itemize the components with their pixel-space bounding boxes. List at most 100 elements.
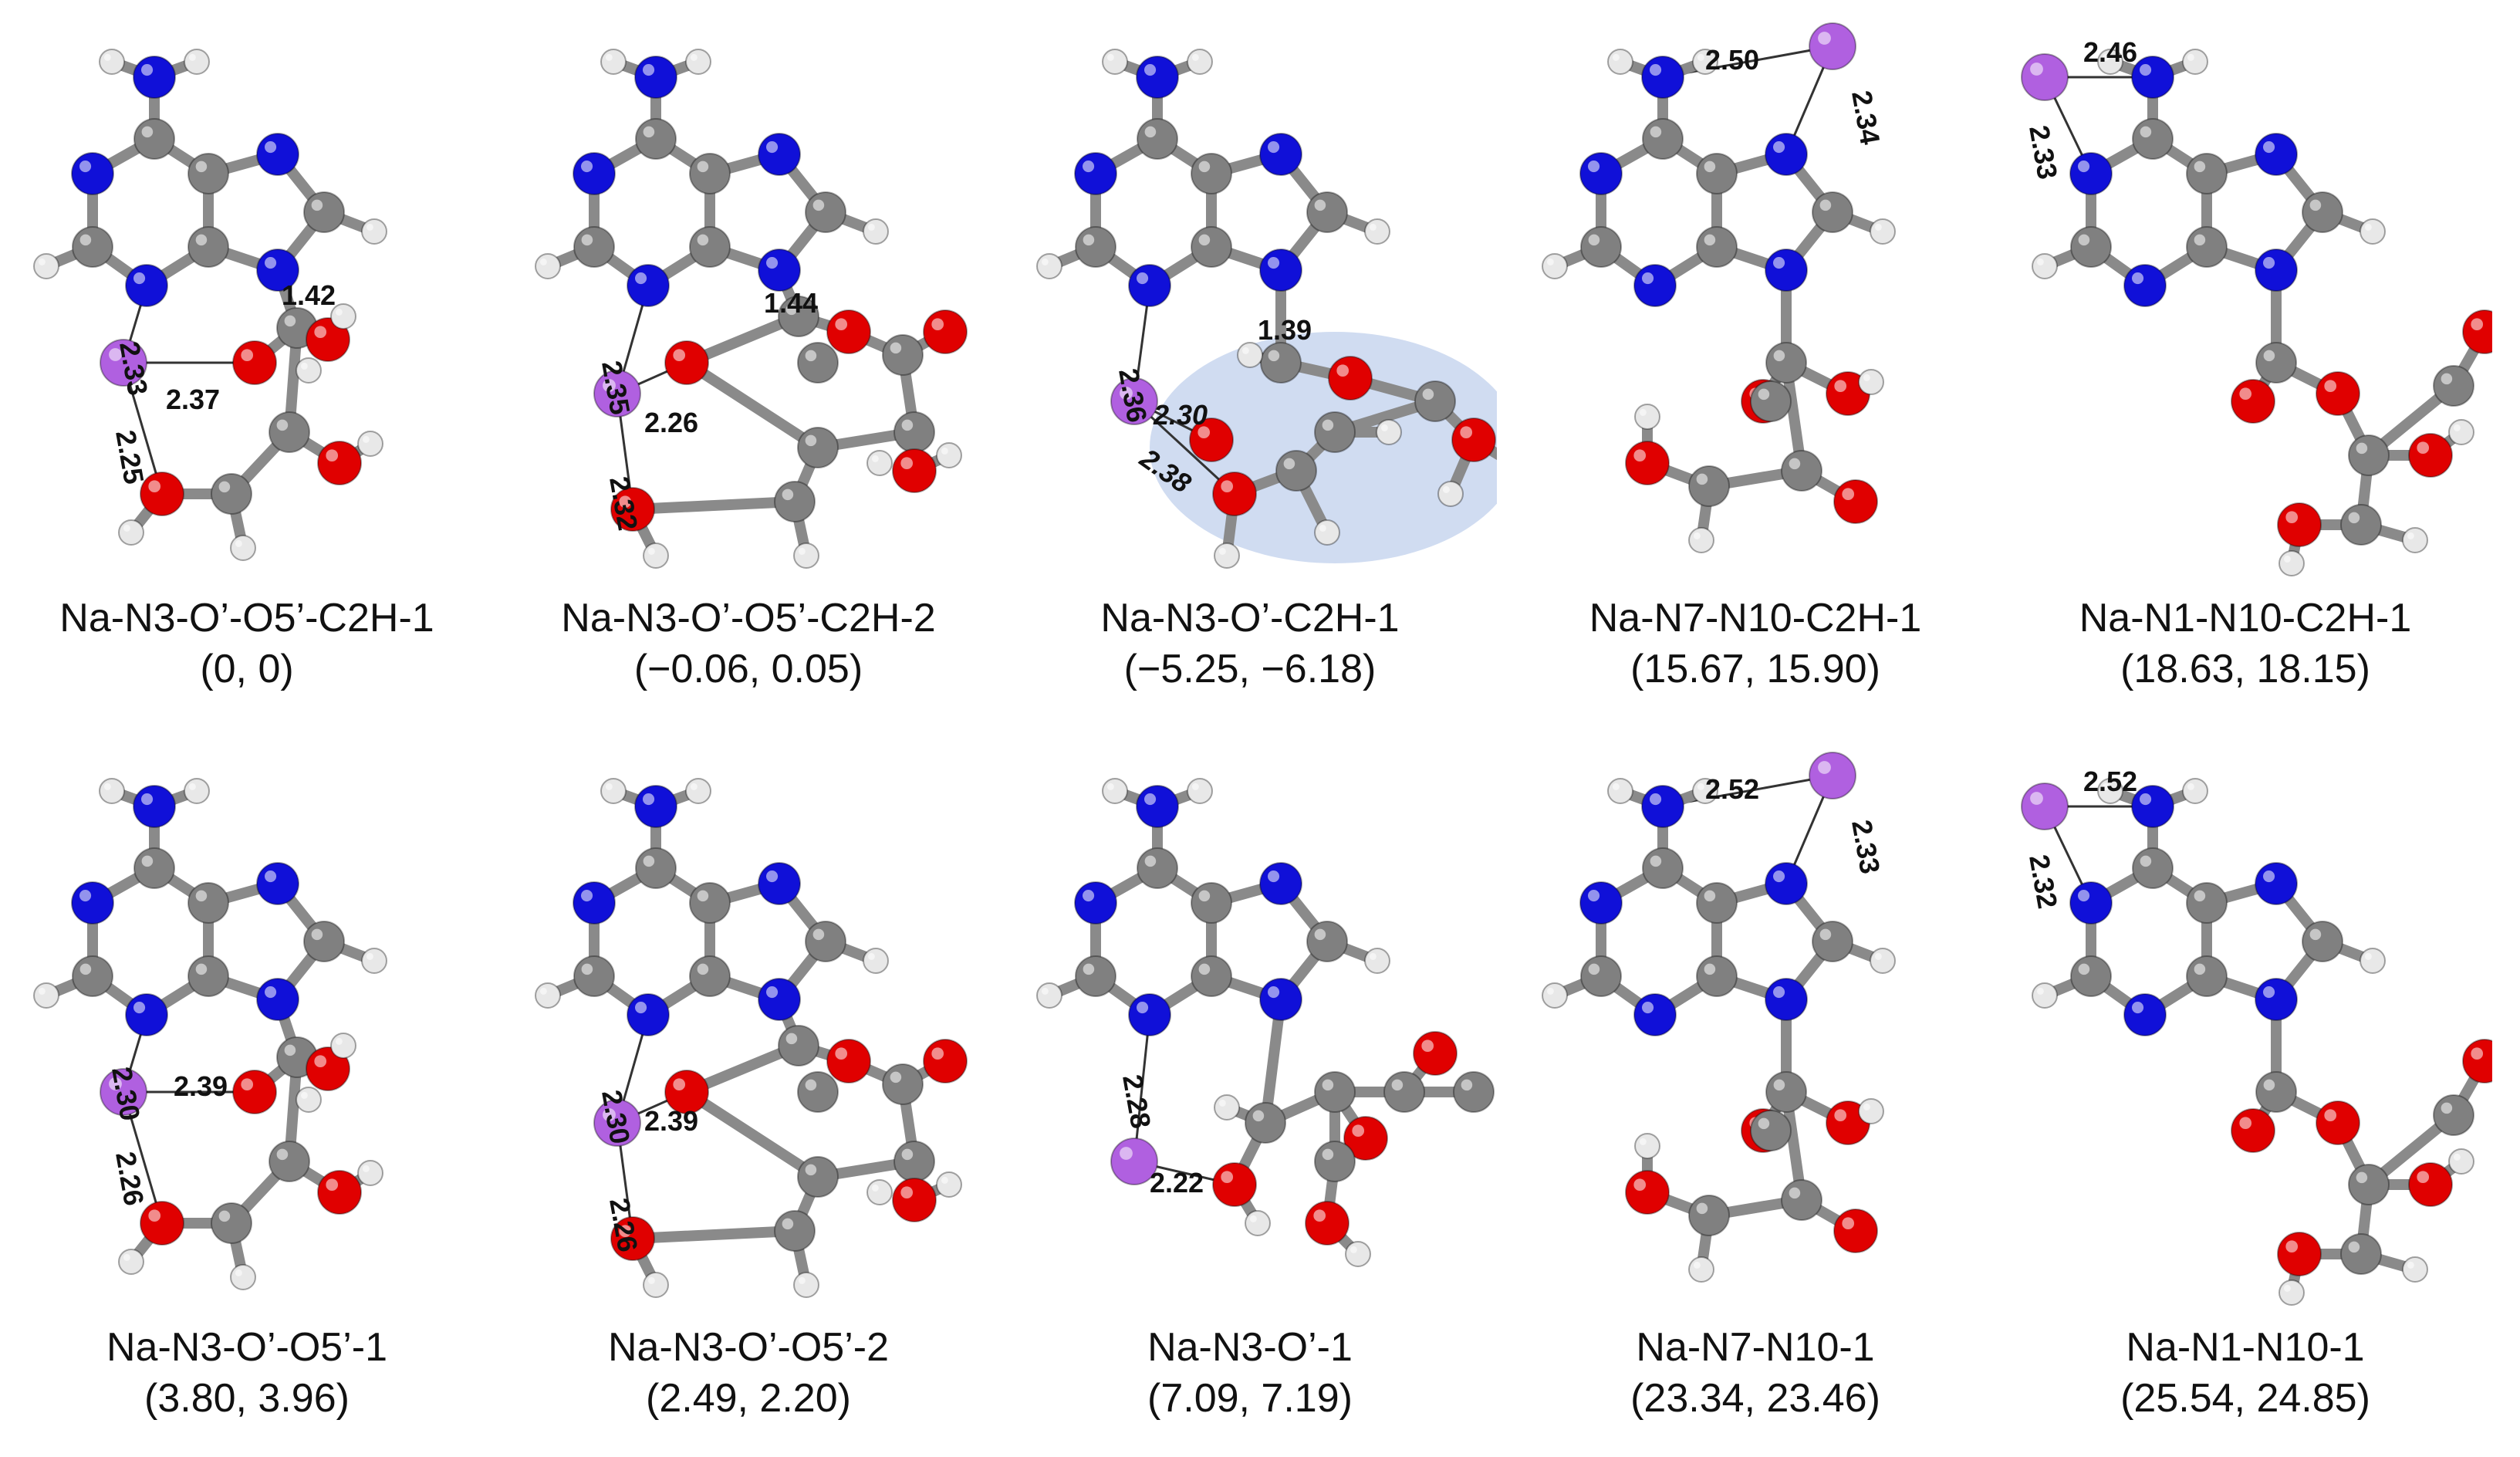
atom-highlight bbox=[2262, 256, 2275, 269]
atom-highlight bbox=[1461, 1079, 1473, 1091]
atom-highlight bbox=[2187, 783, 2194, 790]
carbon-atom bbox=[303, 921, 345, 962]
nitrogen-atom bbox=[1136, 785, 1179, 828]
atom-highlight bbox=[1120, 1147, 1133, 1160]
relative-energy: (−5.25, −6.18) bbox=[1123, 647, 1377, 691]
hydrogen-atom bbox=[863, 218, 889, 245]
atom-highlight bbox=[1314, 199, 1326, 211]
carbon-atom bbox=[805, 921, 846, 962]
atom-highlight bbox=[2036, 258, 2044, 265]
carbon-atom bbox=[133, 847, 175, 889]
atom-highlight bbox=[867, 223, 875, 231]
carbon-atom bbox=[689, 882, 731, 924]
atom-highlight bbox=[805, 1164, 817, 1176]
atom-highlight bbox=[241, 1078, 254, 1091]
atom-highlight bbox=[366, 952, 373, 960]
atom-highlight bbox=[2077, 160, 2090, 173]
carbon-atom bbox=[805, 191, 846, 233]
carbon-atom bbox=[1191, 226, 1232, 268]
atom-highlight bbox=[1650, 126, 1662, 138]
atom-highlight bbox=[1789, 458, 1801, 470]
atom-highlight bbox=[103, 53, 111, 61]
atom-highlight bbox=[2131, 272, 2144, 285]
atom-highlight bbox=[79, 234, 92, 246]
hydrogen-atom bbox=[357, 1160, 383, 1186]
atom-highlight bbox=[2030, 792, 2043, 805]
hydrogen-atom bbox=[1870, 948, 1896, 974]
atom-highlight bbox=[1587, 160, 1600, 173]
carbon-atom bbox=[1453, 1071, 1495, 1113]
atom-highlight bbox=[1336, 364, 1350, 377]
atom-highlight bbox=[1314, 928, 1326, 941]
oxygen-atom bbox=[1305, 1201, 1350, 1246]
nitrogen-atom bbox=[2255, 862, 2298, 905]
hydrogen-atom bbox=[1214, 1094, 1240, 1121]
oxygen-atom bbox=[1625, 1170, 1670, 1215]
hydrogen-atom bbox=[2182, 778, 2208, 804]
atom-highlight bbox=[1874, 223, 1882, 231]
atom-highlight bbox=[1633, 1178, 1647, 1192]
carbon-atom bbox=[2186, 882, 2228, 924]
structure-name: Na-N3-O’-O5’-1 bbox=[106, 1325, 388, 1370]
oxygen-atom bbox=[2277, 502, 2322, 547]
distance-label: 1.44 bbox=[764, 287, 818, 319]
hydrogen-atom bbox=[1688, 1256, 1714, 1283]
atom-highlight bbox=[2453, 424, 2461, 431]
hydrogen-atom bbox=[184, 49, 210, 75]
nitrogen-atom bbox=[1074, 152, 1117, 195]
atom-highlight bbox=[1641, 272, 1654, 285]
atom-highlight bbox=[195, 161, 208, 173]
carbon-atom bbox=[797, 1156, 839, 1198]
hydrogen-atom bbox=[2360, 218, 2386, 245]
hydrogen-atom bbox=[1214, 543, 1240, 569]
carbon-atom bbox=[187, 882, 229, 924]
atom-highlight bbox=[1143, 793, 1157, 806]
hydrogen-atom bbox=[535, 982, 561, 1009]
nitrogen-atom bbox=[71, 152, 114, 195]
atom-highlight bbox=[1789, 1187, 1801, 1199]
atom-highlight bbox=[2348, 1241, 2360, 1253]
atom-highlight bbox=[1352, 1124, 1365, 1138]
carbon-atom bbox=[689, 955, 731, 997]
atom-highlight bbox=[539, 987, 547, 995]
nitrogen-atom bbox=[2255, 978, 2298, 1021]
carbon-atom bbox=[2132, 847, 2174, 889]
oxygen-atom bbox=[2231, 379, 2275, 424]
atom-highlight bbox=[1697, 53, 1704, 61]
atom-highlight bbox=[1696, 473, 1708, 485]
nitrogen-atom bbox=[758, 862, 801, 905]
atom-highlight bbox=[642, 63, 655, 76]
atom-highlight bbox=[1874, 952, 1882, 960]
nitrogen-atom bbox=[2255, 248, 2298, 292]
atom-highlight bbox=[123, 524, 130, 532]
atom-highlight bbox=[2239, 1117, 2252, 1130]
atom-highlight bbox=[2194, 890, 2206, 902]
structure-name: Na-N7-N10-1 bbox=[1636, 1325, 1875, 1370]
nitrogen-atom bbox=[1765, 862, 1808, 905]
oxygen-atom bbox=[2462, 1039, 2492, 1083]
carbon-atom bbox=[635, 118, 677, 160]
atom-highlight bbox=[235, 539, 242, 547]
atom-highlight bbox=[148, 1209, 161, 1222]
nitrogen-atom bbox=[573, 881, 616, 925]
hydrogen-atom bbox=[99, 778, 125, 804]
carbon-atom bbox=[1191, 153, 1232, 194]
atom-highlight bbox=[900, 1186, 914, 1199]
atom-highlight bbox=[335, 1037, 343, 1045]
carbon-atom bbox=[1812, 921, 1853, 962]
atom-highlight bbox=[1704, 234, 1716, 246]
carbon-atom bbox=[2132, 118, 2174, 160]
atom-highlight bbox=[264, 140, 277, 154]
hydrogen-atom bbox=[296, 357, 322, 384]
molecule-structure: 1.442.352.262.32 bbox=[535, 49, 968, 569]
atom-highlight bbox=[1191, 53, 1199, 61]
carbon-atom bbox=[689, 226, 731, 268]
carbon-atom bbox=[211, 473, 252, 515]
hydrogen-atom bbox=[1102, 49, 1128, 75]
carbon-atom bbox=[1306, 191, 1348, 233]
covalent-bond bbox=[627, 1225, 800, 1244]
hydrogen-atom bbox=[230, 1264, 256, 1290]
hydrogen-atom bbox=[1364, 948, 1390, 974]
distance-label: 2.34 bbox=[1846, 88, 1887, 147]
carbon-atom bbox=[2070, 226, 2112, 268]
